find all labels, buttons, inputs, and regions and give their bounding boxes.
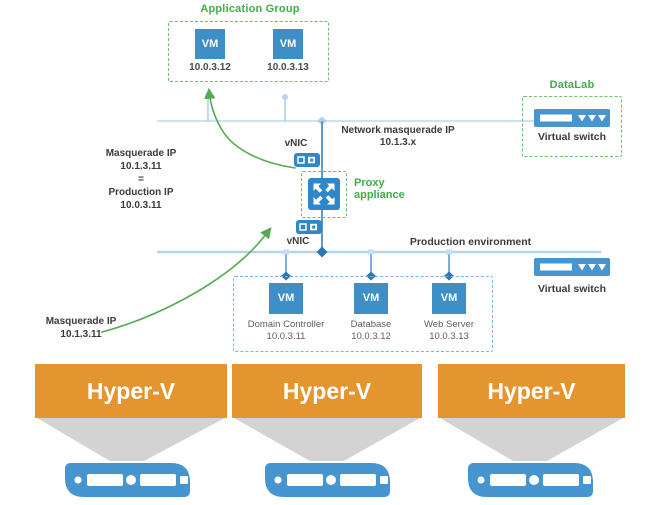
datalab-virtual-switch-label: Virtual switch (537, 131, 607, 143)
masquerade-mapping-label: Masquerade IP 10.1.3.11 = Production IP … (105, 148, 177, 211)
prod-vm-2: VM (354, 283, 388, 314)
production-env-label: Production environment (409, 236, 532, 248)
app-group-box (168, 21, 329, 82)
vnic-bottom-icon (296, 219, 322, 240)
datalab-box (522, 96, 622, 157)
proxy-appliance-label: Proxy appliance (354, 177, 405, 201)
server-icon-1 (65, 463, 190, 502)
vnic-bottom-label: vNIC (286, 236, 310, 247)
proxy-appliance-box (301, 171, 347, 218)
host-funnels (37, 418, 623, 461)
hyperv-host-3: Hyper-V (438, 364, 625, 418)
app-vm-2: VM (273, 29, 303, 59)
hyperv-host-2: Hyper-V (232, 364, 422, 418)
server-icon-2 (265, 463, 390, 502)
prod-vm-1-label: Domain Controller 10.0.3.11 (247, 319, 325, 342)
app-vm-1-ip: 10.0.3.12 (189, 62, 231, 73)
app-vm-2-ip: 10.0.3.13 (267, 62, 309, 73)
prod-vm-1: VM (269, 283, 303, 314)
server-icon-3 (468, 463, 593, 502)
masquerade-to-vnic-arrow (101, 227, 272, 333)
prod-vm-3: VM (432, 283, 466, 314)
app-group-title: Application Group (200, 3, 300, 15)
app-vm-1: VM (195, 29, 225, 59)
prod-vm-2-label: Database 10.0.3.12 (350, 319, 392, 342)
production-group-box (233, 276, 493, 352)
vnic-top-label: vNIC (284, 138, 308, 149)
network-masquerade-label: Network masquerade IP 10.1.3.x (341, 125, 455, 148)
production-virtual-switch-icon (534, 258, 610, 281)
production-virtual-switch-label: Virtual switch (537, 283, 607, 295)
proxy-appliance-icon (308, 178, 340, 215)
masquerade-note-label: Masquerade IP 10.1.3.11 (45, 316, 117, 340)
vnic-top-icon (294, 152, 320, 173)
hyperv-host-1: Hyper-V (35, 364, 227, 418)
masquerade-to-appgroup-arrow (204, 87, 296, 169)
prod-vm-3-label: Web Server 10.0.3.13 (424, 319, 474, 342)
datalab-virtual-switch-icon (534, 109, 610, 132)
datalab-title: DataLab (549, 79, 595, 91)
datalab-network-line (157, 93, 536, 126)
